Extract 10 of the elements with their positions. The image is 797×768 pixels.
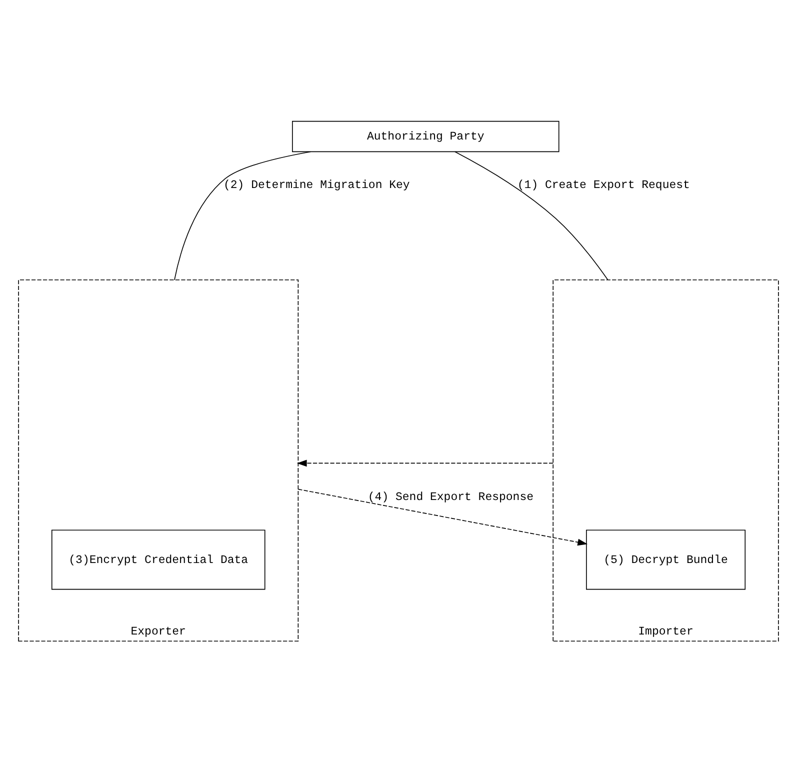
- connector: [174, 150, 312, 280]
- edge-label: (4) Send Export Response: [368, 490, 534, 504]
- arrow: [296, 459, 554, 466]
- node-box: Authorizing Party: [292, 120, 560, 152]
- edge-label: (1) Create Export Request: [517, 178, 690, 192]
- node-box: (5) Decrypt Bundle: [586, 529, 746, 590]
- connector: [454, 150, 608, 280]
- node-box: (3)Encrypt Credential Data: [51, 529, 266, 590]
- arrow: [298, 488, 588, 546]
- edge-label: (2) Determine Migration Key: [224, 178, 410, 192]
